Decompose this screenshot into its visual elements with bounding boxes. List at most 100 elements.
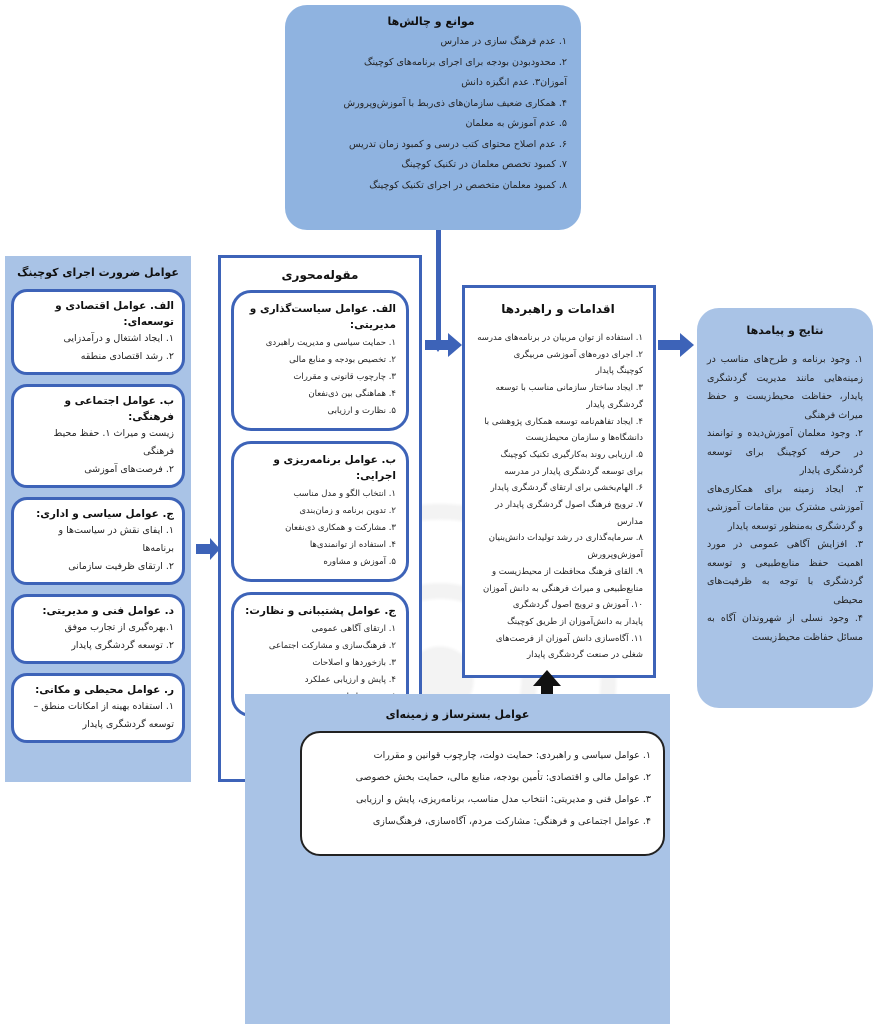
core-card-item: ۵. نظارت و ارزیابی xyxy=(327,406,396,416)
core-card-item: ۴. هماهنگی بین ذی‌نفعان xyxy=(308,389,396,399)
challenge-item: ۲. محدودبودن بودجه برای اجرای برنامه‌های… xyxy=(363,56,567,68)
outcomes-title: نتایج و پیامدها xyxy=(746,324,824,337)
core-groups: الف. عوامل سیاست‌گذاری و مدیریتی: ۱. حمای… xyxy=(231,290,409,717)
necessity-card: د. عوامل فنی و مدیریتی: ۱.بهره‌گیری از تج… xyxy=(11,594,185,664)
context-item: ۲. عوامل مالی و اقتصادی: تأمین بودجه، من… xyxy=(355,772,651,783)
outcome-item: ۱. وجود برنامه و طرح‌های مناسب در زمینه‌… xyxy=(707,354,863,421)
necessity-card-title: ر. عوامل محیطی و مکانی: xyxy=(35,684,174,696)
context-list: ۱. عوامل سیاسی و راهبردی: حمایت دولت، چا… xyxy=(314,745,651,833)
core-card-item: ۳. چارچوب قانونی و مقررات xyxy=(293,372,396,382)
core-card-item: ۴. استفاده از توانمندی‌ها xyxy=(309,540,396,550)
core-card: الف. عوامل سیاست‌گذاری و مدیریتی: ۱. حمای… xyxy=(231,290,409,431)
action-item: شغلی در صنعت گردشگری پایدار xyxy=(527,650,643,661)
challenge-item: ۵. عدم آموزش به معلمان xyxy=(465,118,567,129)
action-item: کوچینگ پایدار xyxy=(595,366,643,377)
outcomes-list: ۱. وجود برنامه و طرح‌های مناسب در زمینه‌… xyxy=(707,351,863,647)
arrow-core-actions-shaft xyxy=(425,340,451,350)
arrow-actions-outcomes-head xyxy=(680,333,694,357)
context-item: ۱. عوامل سیاسی و راهبردی: حمایت دولت، چا… xyxy=(373,750,651,761)
action-item: ۸. سرمایه‌گذاری در رشد تولیدات دانش‌بنیا… xyxy=(488,533,643,544)
outcomes-panel: نتایج و پیامدها ۱. وجود برنامه و طرح‌های… xyxy=(697,308,873,708)
challenges-title: موانع و چالش‌ها xyxy=(387,15,475,28)
action-item: ۱. استفاده از توان مربیان در برنامه‌های … xyxy=(477,333,643,343)
actions-title: اقدامات و راهبردها xyxy=(501,302,615,316)
necessity-card: ر. عوامل محیطی و مکانی: ۱. استفاده بهینه … xyxy=(11,673,185,743)
core-card-item: ۵. آموزش و مشاوره xyxy=(323,557,396,567)
core-panel: مقوله‌محوری الف. عوامل سیاست‌گذاری و مدی… xyxy=(218,255,422,782)
necessity-card-title: ب. عوامل اجتماعی و فرهنگی: xyxy=(64,395,175,423)
arrow-core-actions-head xyxy=(448,333,462,357)
necessity-card: ج. عوامل سیاسی و اداری: ۱. ایفای نقش در س… xyxy=(11,497,185,585)
action-item: ۱۱. آگاه‌سازی دانش آموزان از فرصت‌های xyxy=(495,633,643,644)
core-card-item: ۱. ارتقای آگاهی عمومی xyxy=(311,624,396,634)
necessity-card-item: ۱. ایجاد اشتغال و درآمدزایی xyxy=(63,333,174,344)
core-card: ب. عوامل برنامه‌ریزی و اجرایی: ۱. انتخاب … xyxy=(231,441,409,582)
core-card-item: ۱. حمایت سیاسی و مدیریت راهبردی xyxy=(265,338,396,348)
challenges-connector-line xyxy=(436,230,441,346)
challenge-item: ۷. کمبود تخصص معلمان در تکنیک کوچینگ xyxy=(401,159,567,170)
challenge-item: ۴. همکاری ضعیف سازمان‌های ذی‌ربط با آموز… xyxy=(343,97,567,109)
action-item: ۱۰. آموزش و ترویج اصول گردشگری xyxy=(512,600,643,611)
core-card-item: ۲. تدوین برنامه و زمان‌بندی xyxy=(299,506,396,516)
necessity-card-item: ۱.بهره‌گیری از تجارب موفق xyxy=(64,622,174,633)
arrow-actions-outcomes-shaft xyxy=(658,340,682,350)
challenge-item: ۶. عدم اصلاح محتوای کتب درسی و کمبود زما… xyxy=(349,138,567,150)
necessity-card: الف. عوامل اقتصادی و توسعه‌ای: ۱. ایجاد ا… xyxy=(11,289,185,375)
core-card-item: ۳. مشارکت و همکاری ذی‌نفعان xyxy=(285,523,396,533)
necessity-groups: الف. عوامل اقتصادی و توسعه‌ای: ۱. ایجاد ا… xyxy=(11,289,185,743)
actions-panel: اقدامات و راهبردها ۱. استفاده از توان مر… xyxy=(462,285,656,678)
challenges-arrow-head xyxy=(430,340,446,352)
core-card-item: ۲. تخصیص بودجه و منابع مالی xyxy=(289,355,396,365)
core-card-title: الف. عوامل سیاست‌گذاری و مدیریتی: xyxy=(249,303,396,331)
necessity-card-item: زیست و میراث ۱. حفظ محیط xyxy=(53,428,174,439)
action-item: ۶. الهام‌بخشی برای ارتقای گردشگری پایدار xyxy=(490,483,643,494)
action-item: مدارس xyxy=(617,516,643,527)
action-item: ۳. ایجاد ساختار سازمانی مناسب با توسعه xyxy=(495,383,643,394)
core-card-item: ۲. فرهنگ‌سازی و مشارکت اجتماعی xyxy=(268,641,396,651)
necessity-card-title: الف. عوامل اقتصادی و توسعه‌ای: xyxy=(55,300,174,328)
necessity-panel: عوامل ضرورت اجرای کوچینگ الف. عوامل اقتص… xyxy=(5,256,191,782)
context-item: ۴. عوامل اجتماعی و فرهنگی: مشارکت مردم، … xyxy=(372,816,651,827)
context-box: ۱. عوامل سیاسی و راهبردی: حمایت دولت، چا… xyxy=(300,731,665,856)
necessity-card-item: ۱. ایفای نقش در سیاست‌ها و xyxy=(58,525,174,536)
context-item: ۳. عوامل فنی و مدیریتی: انتخاب مدل مناسب… xyxy=(355,794,651,805)
context-title: عوامل بسترساز و زمینه‌ای xyxy=(385,708,530,721)
necessity-card-item: ۲. توسعه گردشگری پایدار xyxy=(71,640,174,651)
outcome-item: ۴. وجود نسلی از شهروندان آگاه به مسائل ح… xyxy=(707,613,863,643)
action-item: ۴. ایجاد تفاهم‌نامه توسعه همکاری پژوهشی … xyxy=(484,416,643,427)
necessity-card-item: برنامه‌ها xyxy=(142,543,174,554)
arrow-necessity-core-shaft xyxy=(196,544,212,554)
core-card-item: ۴. پایش و ارزیابی عملکرد xyxy=(304,675,396,685)
action-item: منابع‌طبیعی و میراث فرهنگی به دانش آموزا… xyxy=(482,583,643,594)
challenge-item: آموزان۳. عدم انگیزه دانش xyxy=(461,77,567,88)
actions-list: ۱. استفاده از توان مربیان در برنامه‌های … xyxy=(473,330,643,664)
necessity-title: عوامل ضرورت اجرای کوچینگ xyxy=(17,266,179,279)
necessity-card-item: ۲. رشد اقتصادی منطقه xyxy=(80,351,174,362)
outcome-item: ۲. وجود معلمان آموزش‌دیده و توانمند در ح… xyxy=(707,428,863,476)
challenges-panel: موانع و چالش‌ها ۱. عدم فرهنگ سازی در مدا… xyxy=(285,5,581,230)
core-title: مقوله‌محوری xyxy=(281,268,359,282)
core-card-item: ۳. بازخوردها و اصلاحات xyxy=(312,658,396,668)
outcome-item: ۳. افزایش آگاهی عمومی در مورد اهمیت حفظ … xyxy=(707,539,863,606)
necessity-card-item: ۱. استفاده بهینه از امکانات منطق – xyxy=(33,701,174,712)
necessity-card-item: ۲. ارتقای ظرفیت سازمانی xyxy=(68,561,174,572)
core-card-title: ب. عوامل برنامه‌ریزی و اجرایی: xyxy=(273,454,396,482)
action-item: پایدار به دانش‌آموزان از طریق کوچینگ xyxy=(507,616,643,627)
action-item: ۹. القای فرهنگ محافظت از محیط‌زیست و xyxy=(491,566,643,577)
necessity-card-title: د. عوامل فنی و مدیریتی: xyxy=(42,605,174,617)
challenge-item: ۸. کمبود معلمان متخصص در اجرای تکنیک کوچ… xyxy=(369,179,567,191)
action-item: ۷. ترویج فرهنگ اصول گردشگری پایدار در xyxy=(495,500,643,511)
challenge-item: ۱. عدم فرهنگ سازی در مدارس xyxy=(440,36,567,47)
necessity-card-item: توسعه گردشگری پایدار xyxy=(82,719,174,730)
action-item: برای توسعه گردشگری پایدار در مدرسه xyxy=(504,466,643,477)
action-item: دانشگاه‌ها و سازمان محیط‌زیست xyxy=(525,433,643,444)
necessity-card: ب. عوامل اجتماعی و فرهنگی: زیست و میراث ۱… xyxy=(11,384,185,488)
core-card-item: ۱. انتخاب الگو و مدل مناسب xyxy=(293,489,396,499)
necessity-card-item: فرهنگی xyxy=(143,446,174,457)
necessity-card-title: ج. عوامل سیاسی و اداری: xyxy=(36,508,174,520)
action-item: گردشگری پایدار xyxy=(586,399,643,410)
action-item: ۵. ارزیابی روند به‌کارگیری تکنیک کوچینگ xyxy=(500,449,643,460)
necessity-card-item: ۲. فرصت‌های آموزشی xyxy=(84,464,174,475)
outcome-item: ۳. ایجاد زمینه برای همکاری‌های آموزشی مش… xyxy=(707,483,863,532)
challenges-list: ۱. عدم فرهنگ سازی در مدارس ۲. محدودبودن ب… xyxy=(295,32,567,196)
